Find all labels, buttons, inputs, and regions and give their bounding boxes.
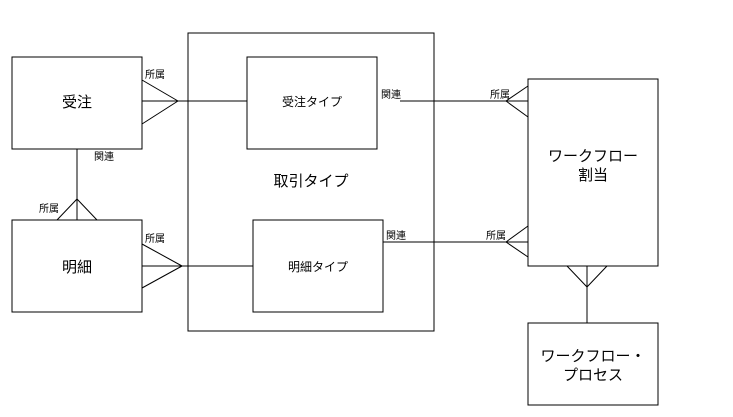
detail-type-entity[interactable] (252, 219, 384, 313)
relation-label-related-detail-type: 関連 (386, 229, 406, 242)
workflow-assignment-label-line2: 割当 (578, 166, 608, 184)
relation-label-belongs-detail-top: 所属 (39, 203, 59, 215)
relation-label-belongs-order: 所属 (145, 69, 165, 81)
workflow-process-label-line2: プロセス (563, 366, 623, 384)
relation-label-belongs-detail: 所属 (145, 233, 165, 245)
relation-workflow-process (566, 265, 608, 323)
detail-type-entity-label: 明細タイプ (288, 260, 348, 274)
transaction-type-label: 取引タイプ (273, 172, 348, 190)
relation-order-ordertype (141, 79, 247, 125)
order-entity-label: 受注 (62, 93, 92, 111)
workflow-process-entity[interactable] (527, 322, 659, 406)
detail-entity-label: 明細 (62, 258, 92, 276)
relation-detail-detailtype (141, 243, 253, 289)
relation-ordertype-workflow (400, 85, 529, 118)
workflow-assignment-entity[interactable] (527, 78, 659, 267)
relation-label-related-order-detail: 関連 (94, 150, 114, 163)
order-type-entity[interactable] (246, 56, 378, 150)
relation-detailtype-workflow (383, 225, 529, 258)
order-type-entity-label: 受注タイプ (282, 94, 342, 109)
relation-label-belongs-wf-1: 所属 (490, 89, 510, 101)
relation-order-detail (56, 149, 98, 221)
order-entity[interactable] (11, 56, 143, 150)
workflow-process-label-line1: ワークフロー・ (540, 347, 645, 365)
relation-label-belongs-wf-2: 所属 (486, 230, 506, 242)
workflow-assignment-label-line1: ワークフロー (548, 147, 638, 165)
relation-label-related-order-type: 関連 (381, 88, 401, 101)
